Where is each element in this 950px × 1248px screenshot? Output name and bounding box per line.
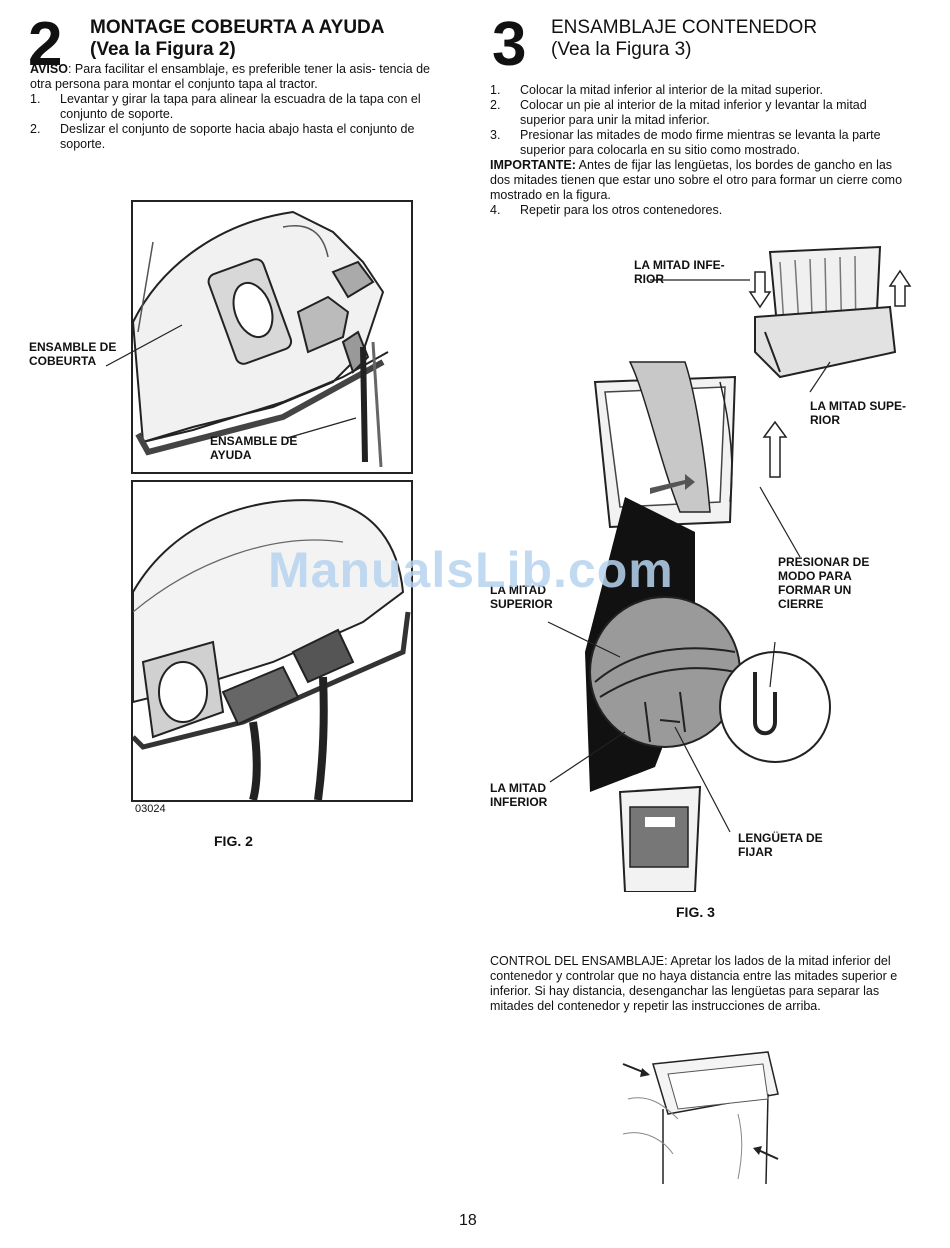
important-text: Antes de fijar las lengüetas, los bordes… (490, 158, 903, 202)
bagger-cover-drawing (133, 210, 389, 468)
label-mitad-inferior-top: LA MITAD INFE- RIOR (634, 258, 725, 286)
important-label: IMPORTANTE: (490, 158, 576, 172)
page-number: 18 (459, 1212, 477, 1229)
step-text: Colocar un pie al interior de la mitad i… (520, 98, 867, 127)
fig3-caption: FIG. 3 (676, 904, 715, 920)
list-item: 4. Repetir para los otros contenedores. (490, 203, 908, 218)
label-presionar: PRESIONAR DE MODO PARA FORMAR UN CIERRE (778, 555, 870, 611)
section-3-title-line1: ENSAMBLAJE CONTENEDOR (551, 17, 818, 38)
section-3-step4: 4. Repetir para los otros contenedores. (490, 203, 908, 218)
fig3-illustration (547, 245, 912, 892)
watermark: ManualsLib.com (268, 542, 674, 598)
section-3-steps: 1. Colocar la mitad inferior al interior … (490, 83, 908, 158)
fig2-lower-illustration (131, 480, 413, 802)
list-item: 1. Colocar la mitad inferior al interior … (490, 83, 908, 98)
step-num: 2. (490, 98, 501, 112)
section-2-title-line1: MONTAGE COBEURTA A AYUDA (90, 17, 385, 38)
section-2-steps: 1. Levantar y girar la tapa para alinear … (30, 92, 448, 152)
step-number-2: 2 (28, 10, 63, 79)
fig2-leader-lines (105, 324, 357, 439)
fig2-caption: FIG. 2 (214, 833, 253, 849)
label-mitad-inferior: LA MITAD INFERIOR (490, 781, 548, 809)
list-item: 1. Levantar y girar la tapa para alinear … (30, 92, 448, 122)
bottom-container-drawing (618, 785, 702, 892)
fig2-code: 03024 (135, 803, 166, 815)
step-num: 2. (30, 122, 41, 136)
step-num: 1. (490, 83, 501, 97)
notice-text: : Para facilitar el ensamblaje, es prefe… (30, 62, 430, 91)
section-2-title-line2: (Vea la Figura 2) (90, 39, 236, 60)
label-ensamble-ayuda: ENSAMBLE DE AYUDA (210, 434, 298, 462)
step-number-3: 3 (492, 10, 527, 79)
label-ensamble-cobeurta: ENSAMBLE DE COBEURTA (29, 340, 117, 368)
top-container-drawing (748, 245, 912, 379)
step-num: 4. (490, 203, 501, 217)
step-text: Presionar las mitades de modo firme mien… (520, 128, 881, 157)
section-3-title: ENSAMBLAJE CONTENEDOR (Vea la Figura 3) (551, 17, 817, 61)
control-illustration (622, 1051, 779, 1184)
notice-label: AVISO (30, 62, 68, 76)
fig2-upper-illustration (131, 200, 413, 474)
step-text: Deslizar el conjunto de soporte hacia ab… (60, 122, 415, 151)
section-3-body: 1. Colocar la mitad inferior al interior … (490, 83, 908, 218)
step-text: Levantar y girar la tapa para alinear la… (60, 92, 421, 121)
section-3-title-line2: (Vea la Figura 3) (551, 39, 692, 60)
notice-paragraph: AVISO: Para facilitar el ensamblaje, es … (30, 62, 448, 92)
section-2-title: MONTAGE COBEURTA A AYUDA (Vea la Figura … (90, 17, 385, 61)
step-text: Colocar la mitad inferior al interior de… (520, 83, 823, 97)
label-mitad-superior-top: LA MITAD SUPE- RIOR (810, 399, 906, 427)
list-item: 2. Deslizar el conjunto de soporte hacia … (30, 122, 448, 152)
list-item: 3. Presionar las mitades de modo firme mi… (490, 128, 908, 158)
important-paragraph: IMPORTANTE: Antes de fijar las lengüetas… (490, 158, 908, 203)
step-num: 3. (490, 128, 501, 142)
label-mitad-superior: LA MITAD SUPERIOR (490, 583, 553, 611)
middle-container-drawing (593, 361, 801, 558)
step-text: Repetir para los otros contenedores. (520, 203, 723, 217)
list-item: 2. Colocar un pie al interior de la mitad… (490, 98, 908, 128)
step-num: 1. (30, 92, 41, 106)
label-lengueta: LENGÜETA DE FIJAR (738, 831, 823, 859)
section-2-body: AVISO: Para facilitar el ensamblaje, es … (30, 62, 448, 152)
bagger-mount-drawing (133, 499, 411, 800)
control-paragraph: CONTROL DEL ENSAMBLAJE: Apretar los lado… (490, 954, 898, 1013)
magnified-detail-drawing (585, 497, 831, 792)
